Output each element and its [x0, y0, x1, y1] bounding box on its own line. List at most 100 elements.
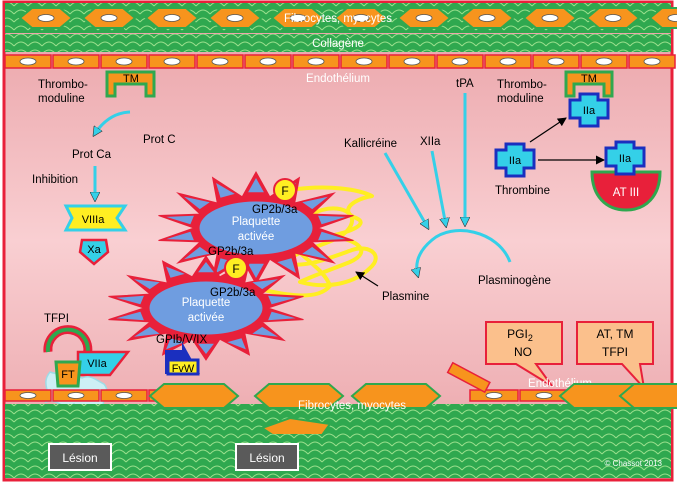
- pgi2-subscript: 2: [528, 333, 533, 343]
- platelet-pseudopod: [268, 311, 296, 321]
- cell-nucleus: [163, 57, 181, 66]
- fibrinolysis-group: Kallicréine XIIa tPA Plasminogène Plasmi…: [344, 78, 551, 303]
- platelet-pseudopod: [166, 266, 185, 278]
- iia-tm-label: IIa: [583, 105, 596, 117]
- xa-label: Xa: [87, 244, 101, 256]
- cell-nucleus: [643, 57, 661, 66]
- thrombin-to-tm-arrow: [529, 117, 567, 143]
- lesion-right-label: Lésion: [249, 451, 284, 465]
- platelet-pseudopod: [116, 311, 144, 321]
- platelet-pseudopod: [166, 338, 185, 350]
- collagen-label: Collagène: [312, 38, 364, 50]
- top-endothelium: Endothélium: [4, 54, 676, 85]
- detached-endothelial-cell: [446, 361, 491, 394]
- right-thrombomodulin-label-1: Thrombo-: [497, 79, 547, 91]
- copyright-label: © Chassot 2013: [605, 459, 663, 468]
- cell-nucleus: [541, 14, 559, 22]
- right-thrombin-group: Thrombo- moduline TM IIa IIa Thrombine I…: [494, 70, 662, 212]
- tfpi-left-label: TFPI: [44, 313, 69, 325]
- cell-nucleus: [403, 57, 421, 66]
- platelet-pseudopod: [184, 246, 210, 260]
- cell-nucleus: [115, 57, 133, 66]
- platelet2-label-2: activée: [188, 312, 224, 324]
- right-tm-receptor: [564, 70, 614, 98]
- cell-nucleus: [259, 57, 277, 66]
- plasminogen-label: Plasminogène: [478, 275, 551, 287]
- cell-nucleus: [595, 57, 613, 66]
- platelet-pseudopod: [302, 196, 328, 210]
- cell-nucleus: [226, 14, 244, 22]
- cell-nucleus: [100, 14, 118, 22]
- viia-label: VIIa: [87, 358, 107, 370]
- activated-platelet-2: Plaquette activée GP2b/3a GPIb/V/IX: [108, 255, 304, 361]
- thrombin-label: Thrombine: [495, 185, 550, 197]
- platelet-pseudopod: [302, 246, 328, 260]
- cell-nucleus: [485, 392, 503, 399]
- protc-activation-arrow: [94, 110, 131, 135]
- gp2b3a-label-3: GP2b/3a: [210, 287, 256, 299]
- fvw-factor: FvW: [165, 342, 200, 376]
- plasminogen-activation-arrow: [417, 229, 512, 276]
- prot-ca-label: Prot Ca: [72, 149, 112, 161]
- fibrinogen-1: F: [273, 178, 297, 202]
- fibrocyte-cell: [253, 383, 345, 409]
- at3-complex: [590, 170, 662, 212]
- plasmin-label: Plasmine: [382, 291, 429, 303]
- cell-nucleus: [67, 392, 85, 399]
- at3-label: AT III: [613, 187, 639, 199]
- platelet-pseudopod: [268, 295, 296, 305]
- platelet2-label-1: Plaquette: [182, 297, 231, 309]
- left-thrombomodulin-label-2: moduline: [38, 93, 85, 105]
- iia-thrombin: [494, 142, 536, 178]
- cell-nucleus: [667, 14, 677, 22]
- pgi2-label: PGI: [507, 327, 528, 341]
- pgi2-callout: PGI2 NO: [485, 321, 563, 387]
- xa-factor: [78, 238, 110, 266]
- platelet-pseudopod: [134, 326, 160, 337]
- cell-nucleus: [211, 57, 229, 66]
- lesion-left: Lésion: [48, 443, 112, 471]
- cell-nucleus: [355, 57, 373, 66]
- gp2b3a-label-2: GP2b/3a: [208, 246, 254, 258]
- top-fibrocyte-layer: Fibrocytes, myocytes: [5, 3, 677, 33]
- left-thrombomodulin-group: Thrombo- moduline TM Prot C Prot Ca Inhi…: [32, 70, 176, 266]
- platelet-pseudopod: [216, 183, 235, 198]
- kallikrein-arrow: [383, 152, 428, 228]
- gp1b-label: GPIb/V/IX: [156, 334, 207, 346]
- iia-at-label: IIa: [619, 153, 632, 165]
- svg-text:PGI2: PGI2: [507, 327, 533, 343]
- platelet-pseudopod: [134, 279, 160, 290]
- platelet-pseudopod: [318, 215, 346, 225]
- fvw-label: FvW: [172, 363, 195, 375]
- iia-thrombin-label: IIa: [509, 155, 522, 167]
- plasmin-arrow: [355, 271, 379, 287]
- cell-nucleus: [478, 14, 496, 22]
- viiia-label: VIIIa: [82, 214, 106, 226]
- lesion-right: Lésion: [235, 443, 299, 471]
- cell-nucleus: [37, 14, 55, 22]
- at-tm-tfpi-callout: AT, TM TFPI: [576, 321, 654, 392]
- xiia-label: XIIa: [420, 136, 441, 148]
- tfpi-ring-inner: [45, 327, 90, 359]
- platelet1-label-2: activée: [238, 231, 274, 243]
- platelet-pseudopod: [198, 343, 214, 354]
- iia-bound-tm: [568, 92, 610, 128]
- xiia-arrow: [430, 150, 446, 226]
- cell-nucleus: [604, 14, 622, 22]
- iia-bound-at: [604, 140, 646, 176]
- f1-label: F: [281, 184, 288, 198]
- left-thrombomodulin-label-1: Thrombo-: [38, 79, 88, 91]
- cell-nucleus: [19, 57, 37, 66]
- ft-factor: [54, 360, 82, 388]
- platelet-pseudopod: [184, 196, 210, 210]
- cell-nucleus: [67, 57, 85, 66]
- fibrocyte-cell: [148, 383, 240, 409]
- cell-nucleus: [19, 392, 37, 399]
- top-fibrocytes-label: Fibrocytes, myocytes: [284, 13, 392, 25]
- at-tm-label: AT, TM: [597, 327, 634, 341]
- platelet-pseudopod: [166, 231, 194, 241]
- platelet-pseudopod: [277, 258, 296, 273]
- f2-label: F: [232, 262, 239, 276]
- collagen-layer: Collagène: [5, 34, 671, 52]
